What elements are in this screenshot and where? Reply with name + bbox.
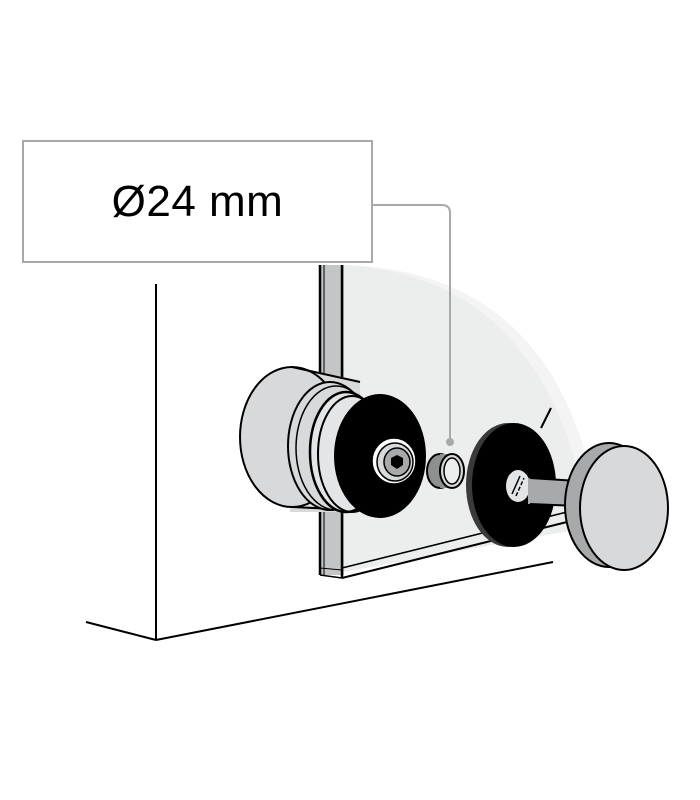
callout-leader [373,204,454,446]
dimension-callout-box: Ø24 mm [22,140,373,263]
cap-head [528,442,669,571]
wall [85,284,554,641]
spacer-sleeve [426,453,465,489]
dimension-label: Ø24 mm [111,176,284,226]
front-gasket [466,407,556,547]
rear-gasket [334,394,426,518]
hex-socket-icon [391,455,403,469]
